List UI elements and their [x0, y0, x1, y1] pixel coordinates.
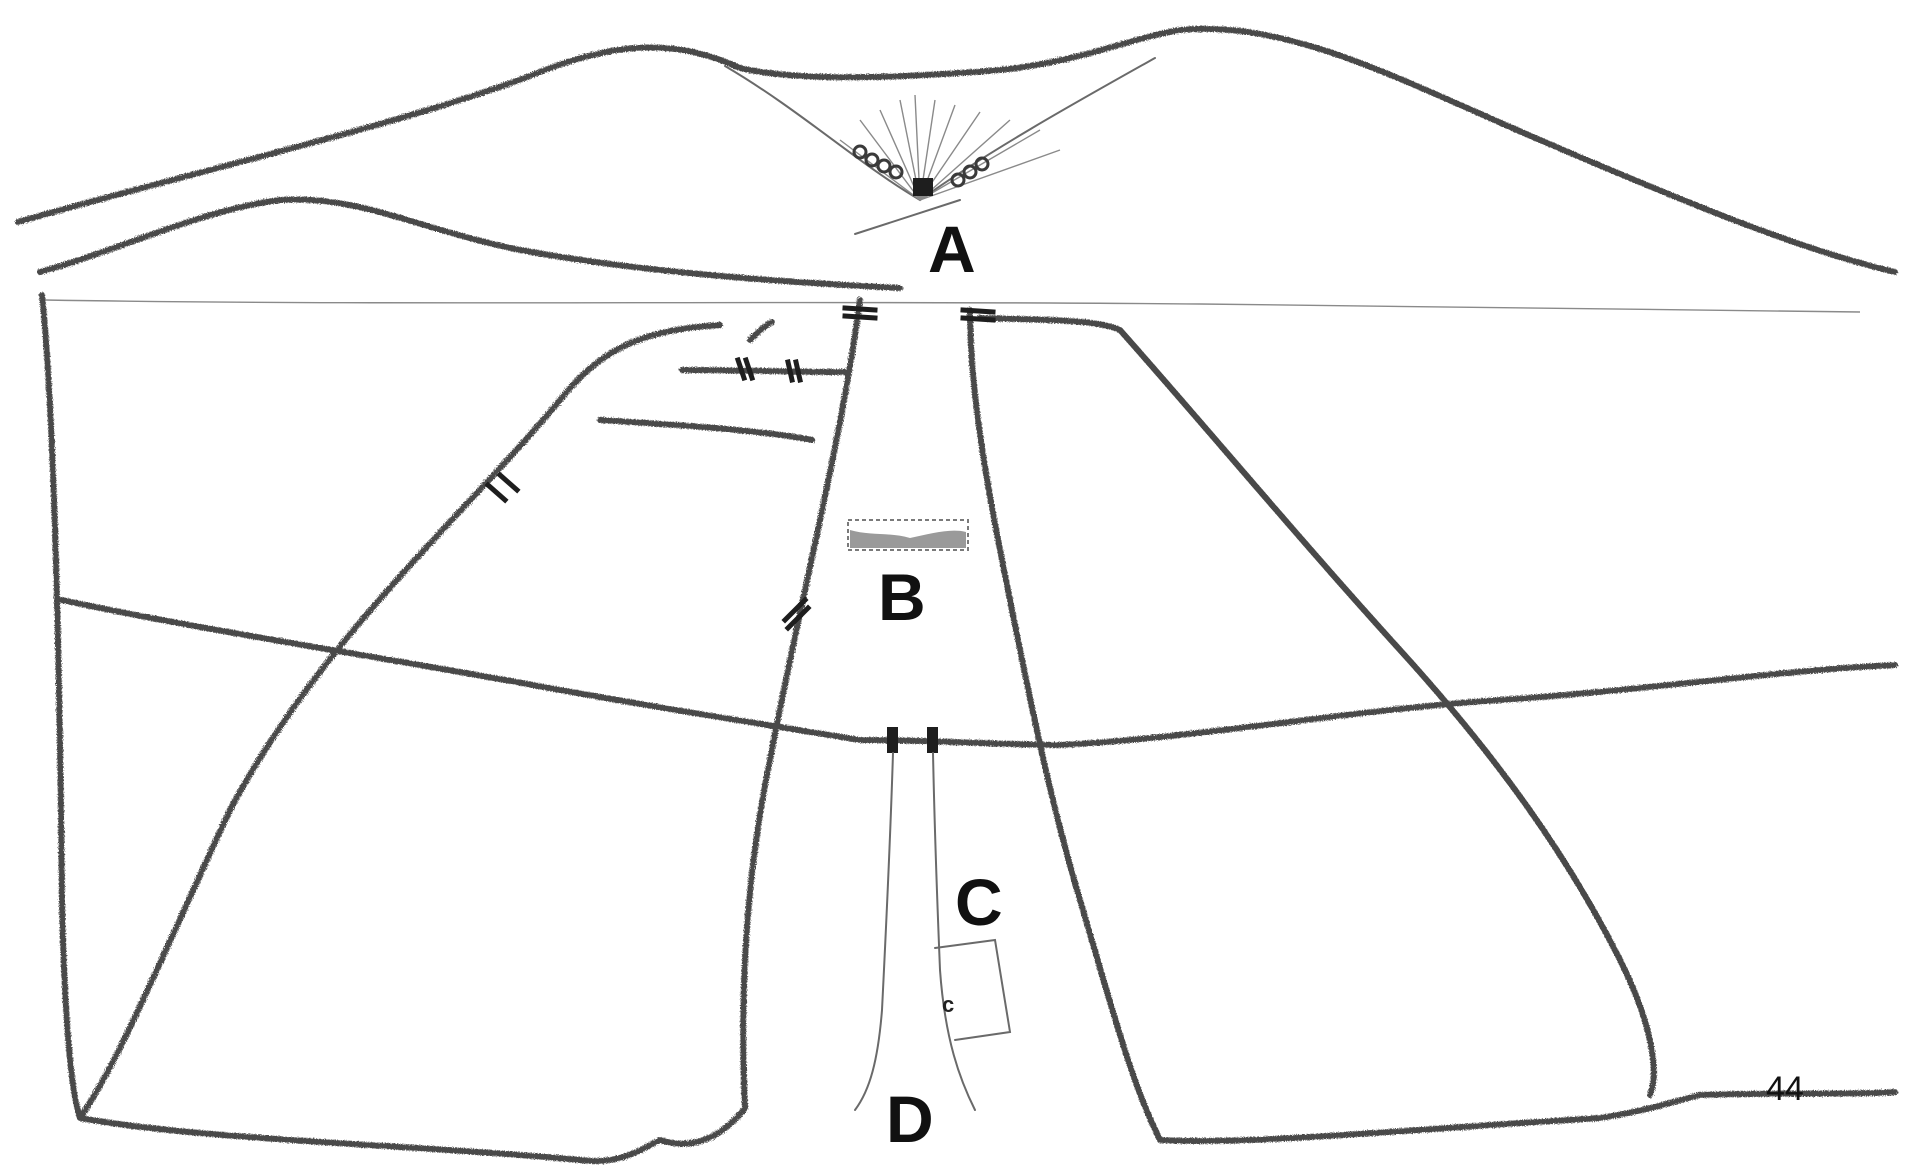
field-boundaries — [39, 292, 1898, 1164]
marker-top-left-2 — [842, 313, 878, 321]
horizon-line — [44, 299, 1861, 313]
foothill-ridge — [37, 196, 903, 291]
valley-outline — [724, 57, 1156, 202]
gate-left — [887, 727, 898, 753]
marker-top-left-1 — [842, 305, 878, 313]
structure-b-outline — [847, 519, 969, 551]
right-diagonal-boundary — [977, 315, 1657, 1098]
upper-strip-line-3 — [747, 319, 775, 343]
gate-right — [927, 727, 938, 753]
structure-b — [847, 519, 969, 551]
label-c-small: c — [942, 992, 954, 1017]
left-road-edge — [657, 297, 863, 1147]
marker-road-1 — [781, 596, 809, 624]
settlement-dots — [852, 144, 990, 188]
right-road-edge — [967, 307, 1898, 1144]
path-to-gates — [854, 752, 976, 1111]
settlement-block — [913, 178, 933, 196]
label-b: B — [878, 560, 926, 634]
marker-left-diagonal-2 — [496, 471, 521, 494]
label-d: D — [886, 1082, 934, 1156]
middle-cross-boundary — [59, 597, 1898, 748]
marker-strip-3 — [785, 359, 795, 383]
valley-rays — [839, 94, 1061, 201]
valley-fan — [724, 57, 1156, 235]
path-right-edge — [932, 752, 976, 1111]
marker-top-right-1 — [960, 307, 996, 315]
marker-road-2 — [784, 604, 812, 632]
structure-c — [934, 938, 1012, 1041]
boundary-markers — [484, 305, 996, 753]
mountain-left-ridge — [15, 26, 1898, 275]
marker-top-right-2 — [960, 315, 996, 323]
left-outer-boundary — [39, 292, 663, 1164]
upper-strip-line-2 — [597, 417, 815, 443]
marker-left-diagonal-1 — [484, 481, 509, 504]
structure-c-outline — [934, 938, 1012, 1041]
marker-strip-2 — [742, 356, 756, 382]
path-left-edge — [854, 752, 894, 1111]
left-diagonal-boundary — [77, 322, 723, 1121]
mountain-range — [15, 26, 1898, 291]
page-number: 44 — [1766, 1070, 1804, 1108]
marker-strip-4 — [793, 359, 803, 383]
valley-line — [854, 199, 961, 235]
structure-b-fill — [850, 530, 966, 548]
marker-strip-1 — [734, 356, 748, 382]
label-c: C — [955, 865, 1003, 939]
label-a: A — [928, 212, 976, 286]
upper-strip-line-1 — [679, 367, 851, 375]
